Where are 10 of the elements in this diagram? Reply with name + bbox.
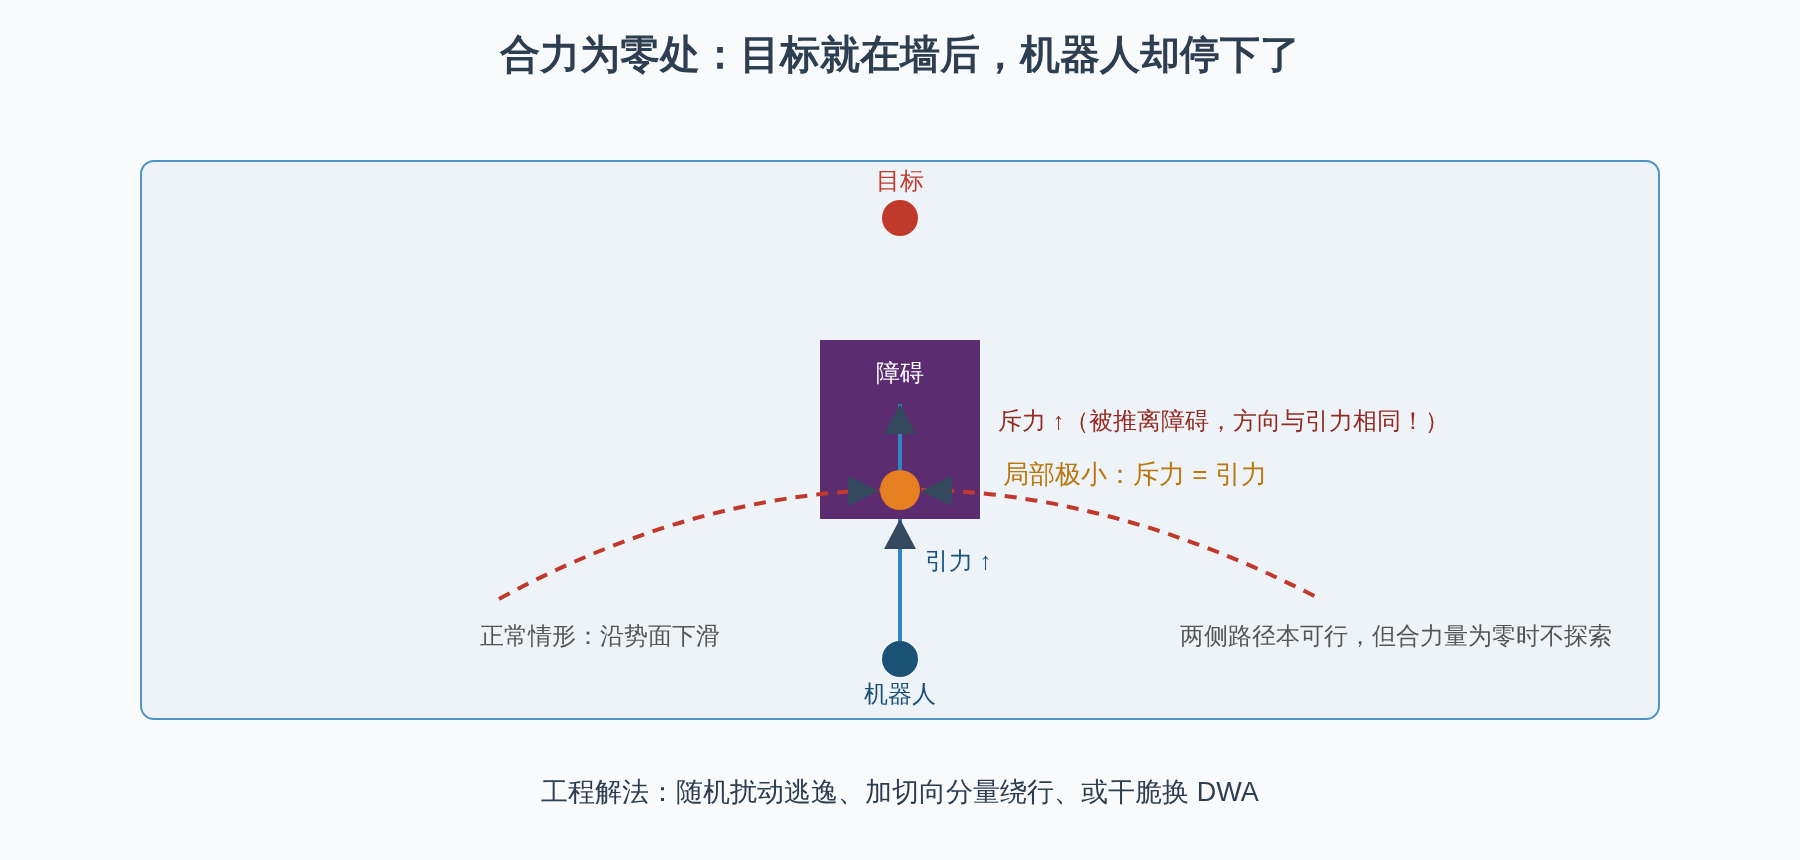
obstacle-label: 障碍 xyxy=(876,358,924,388)
diagram-title: 合力为零处：目标就在墙后，机器人却停下了 xyxy=(500,31,1300,78)
arrow xyxy=(884,519,916,641)
note-label: 正常情形：沿势面下滑 xyxy=(480,621,720,651)
obstacle-box xyxy=(820,340,980,519)
arrow xyxy=(884,404,916,470)
robot-label: 机器人 xyxy=(864,679,936,709)
note-label: 两侧路径本可行，但合力量为零时不探索 xyxy=(1180,621,1612,651)
target-label: 目标 xyxy=(876,166,924,196)
caption: 工程解法：随机扰动逃逸、加切向分量绕行、或干脆换 DWA xyxy=(541,776,1259,808)
